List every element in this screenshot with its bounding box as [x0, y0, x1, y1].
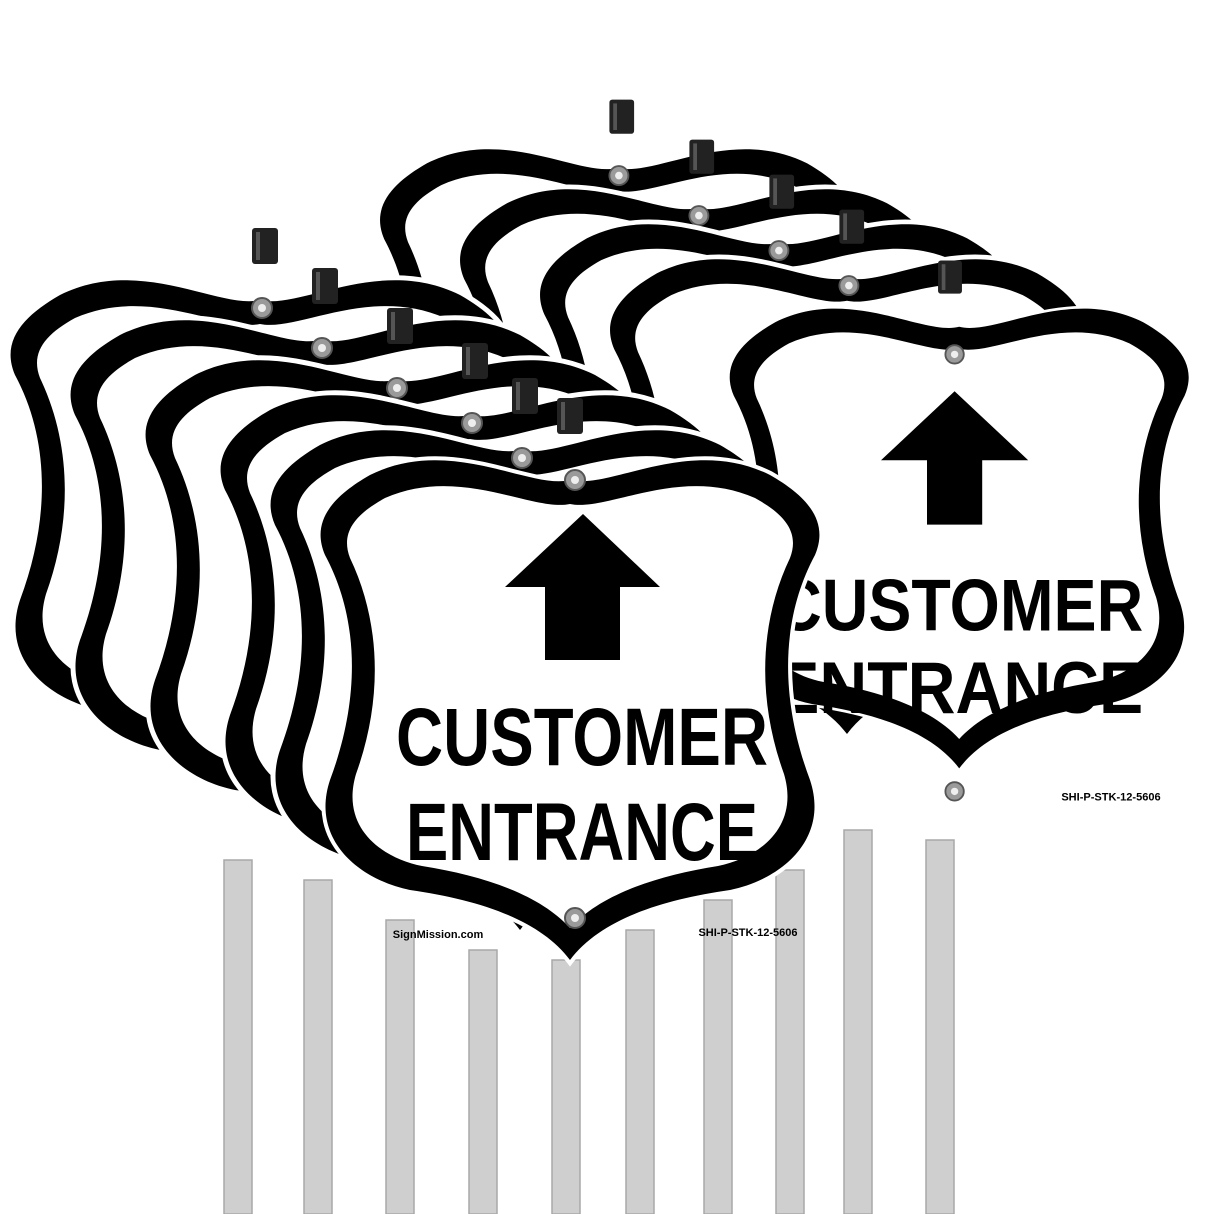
sign-front-line1: CUSTOMER — [396, 692, 768, 783]
stake — [775, 869, 805, 1214]
arrow-up-icon — [505, 514, 660, 660]
stake — [925, 839, 955, 1214]
sign-front: CUSTOMER ENTRANCE SignMission.com SHI-P-… — [321, 398, 820, 960]
sign-right-line2: ENTRANCE — [775, 646, 1143, 729]
sign-front-brand: SignMission.com — [393, 929, 484, 941]
sign-right-sku: SHI-P-STK-12-5606 — [1061, 792, 1160, 804]
stake — [223, 859, 253, 1214]
stake — [468, 949, 498, 1214]
stakes — [223, 829, 955, 1214]
stake — [625, 929, 655, 1214]
sign-right-line1: CUSTOMER — [775, 563, 1143, 646]
sign-front-line2: ENTRANCE — [406, 787, 758, 878]
sign-front-sku: SHI-P-STK-12-5606 — [698, 927, 797, 939]
sign-right: CUSTOMER ENTRANCE SHI-P-STK-12-5606 — [730, 260, 1189, 804]
stake — [385, 919, 415, 1214]
stake — [303, 879, 333, 1214]
stake — [551, 959, 581, 1214]
stake — [703, 899, 733, 1214]
arrow-up-icon — [881, 391, 1029, 525]
stake — [843, 829, 873, 1214]
